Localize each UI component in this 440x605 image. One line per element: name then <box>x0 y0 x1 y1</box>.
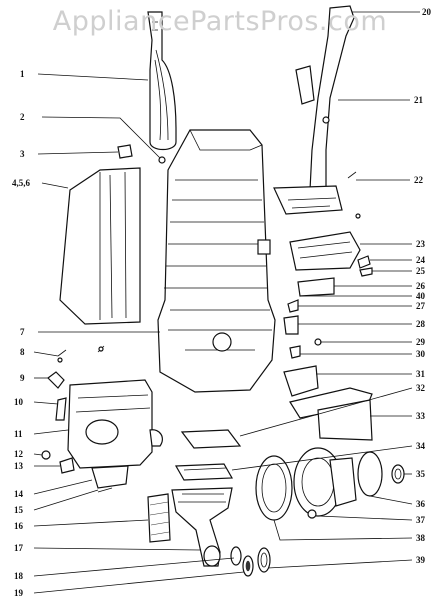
callout-21: 21 <box>414 95 424 105</box>
callout-22: 22 <box>414 175 424 185</box>
callout-24: 24 <box>416 255 426 265</box>
callout-4-5-6: 4,5,6 <box>12 178 31 188</box>
callout-1: 1 <box>20 69 25 79</box>
callout-7: 7 <box>20 327 25 337</box>
callout-33: 33 <box>416 411 426 421</box>
callout-2: 2 <box>20 112 25 122</box>
callout-30: 30 <box>416 349 426 359</box>
callout-13: 13 <box>14 461 24 471</box>
callout-23: 23 <box>416 239 426 249</box>
callout-39: 39 <box>416 555 426 565</box>
callout-18: 18 <box>14 571 24 581</box>
part-screw-22 <box>347 171 361 219</box>
part-handle <box>273 5 355 215</box>
callout-38: 38 <box>416 533 426 543</box>
watermark: AppliancePartsPros.com <box>52 6 388 37</box>
callout-9: 9 <box>20 373 25 383</box>
callout-20: 20 <box>422 7 432 17</box>
callout-36: 36 <box>416 499 426 509</box>
callout-28: 28 <box>416 319 426 329</box>
callout-40: 40 <box>416 291 426 301</box>
callout-35: 35 <box>416 469 426 479</box>
callout-26: 26 <box>416 281 426 291</box>
part-switch-components <box>283 277 335 397</box>
part-bag-housing <box>47 371 163 469</box>
callout-14: 14 <box>14 489 24 499</box>
callout-34: 34 <box>416 441 426 451</box>
callout-16: 16 <box>14 521 24 531</box>
callout-31: 31 <box>416 369 426 379</box>
callout-10: 10 <box>14 397 24 407</box>
callout-labels: 1 2 3 4,5,6 7 8 9 10 11 12 13 14 15 16 1… <box>12 7 432 598</box>
part-bumper <box>289 387 373 441</box>
part-motor <box>255 447 405 521</box>
callout-37: 37 <box>416 515 426 525</box>
part-bag-door <box>59 167 141 325</box>
callout-11: 11 <box>14 429 23 439</box>
part-cord <box>147 11 177 151</box>
part-switch-housing <box>289 231 373 277</box>
part-screws <box>57 345 105 363</box>
callout-8: 8 <box>20 347 25 357</box>
part-clip <box>117 144 166 164</box>
callout-25: 25 <box>416 266 426 276</box>
part-filter <box>147 493 171 543</box>
callout-27: 27 <box>416 301 426 311</box>
part-washers <box>230 546 271 577</box>
callout-19: 19 <box>14 588 24 598</box>
callout-12: 12 <box>14 449 24 459</box>
part-fan-housing <box>171 487 233 567</box>
leader-lines <box>33 11 420 594</box>
callout-17: 17 <box>14 543 24 553</box>
part-filter-pad <box>174 429 242 481</box>
callout-29: 29 <box>416 337 426 347</box>
part-main-housing <box>157 129 276 393</box>
callout-15: 15 <box>14 505 24 515</box>
callout-3: 3 <box>20 149 25 159</box>
callout-32: 32 <box>416 383 426 393</box>
